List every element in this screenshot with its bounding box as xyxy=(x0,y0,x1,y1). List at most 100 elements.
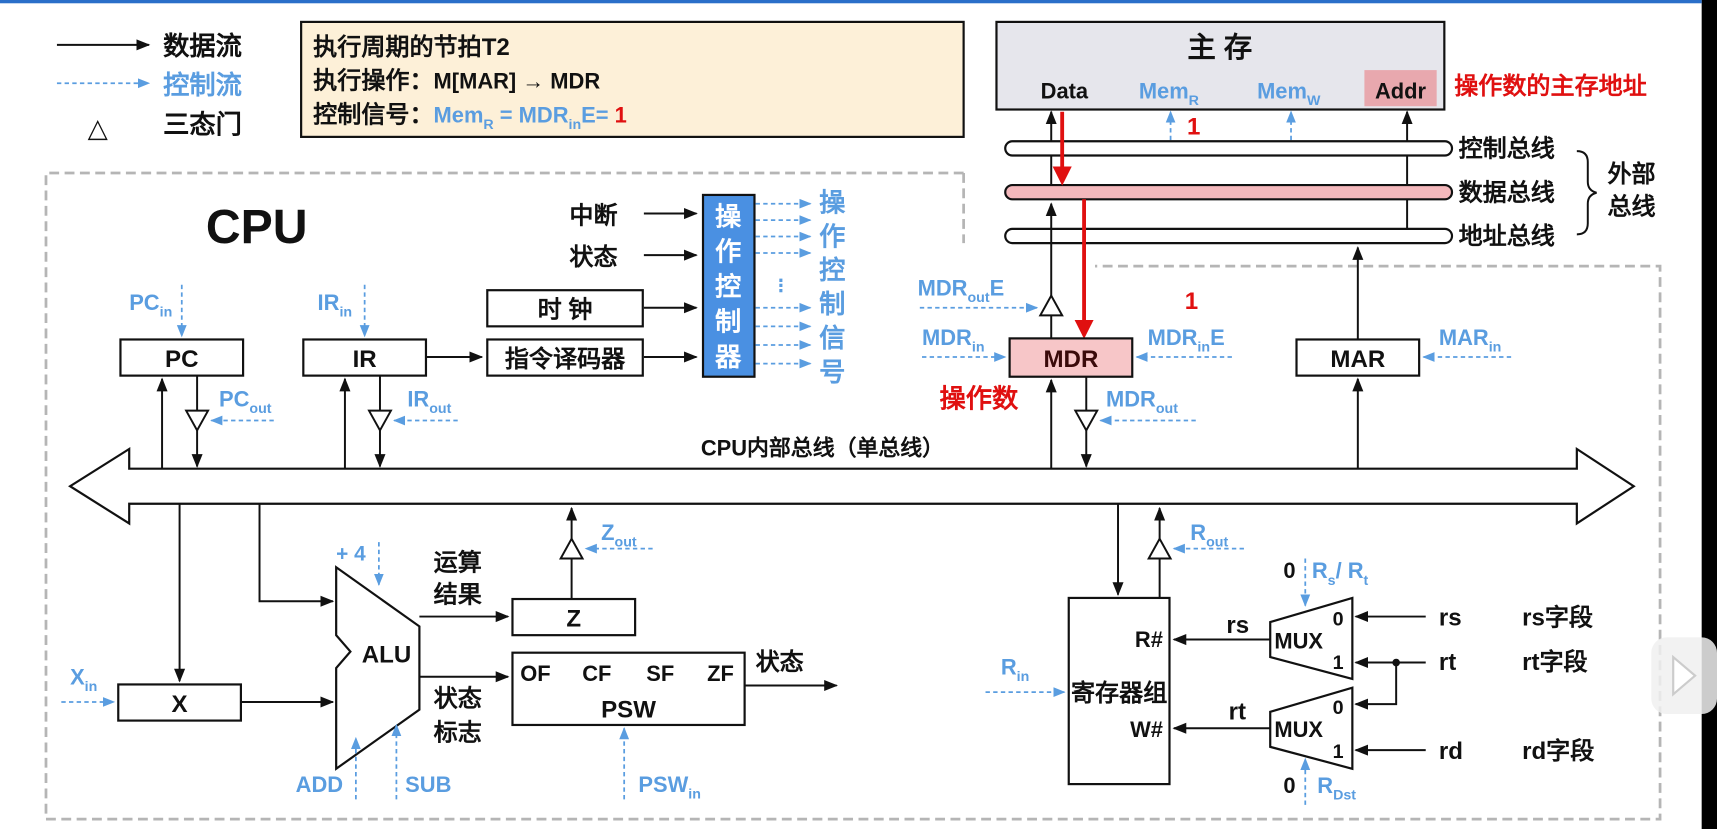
ellipsis-icon: ⋮ xyxy=(772,275,790,295)
flags-label-1: 状态 xyxy=(434,684,482,712)
interrupt-label: 中断 xyxy=(569,201,617,229)
mdr-register xyxy=(1008,337,1134,378)
addr-highlight xyxy=(1364,70,1437,107)
x-in-signal: Xin xyxy=(70,664,97,695)
memr-value: 1 xyxy=(1187,114,1200,141)
mux-rs-select-signal: Rs/ Rt xyxy=(1312,558,1369,589)
psw-flag-sf: SF xyxy=(646,661,674,686)
result-label-1: 运算 xyxy=(434,549,482,577)
z-register xyxy=(511,597,637,637)
memory-data-port: Data xyxy=(1041,79,1089,104)
memory-memw-port: MemW xyxy=(1257,79,1321,110)
read-port-label: R# xyxy=(1135,627,1163,652)
status-output-label: 状态 xyxy=(756,648,804,676)
mux-rs-input-0: 0 xyxy=(1333,608,1344,630)
pc-out-signal: PCout xyxy=(219,386,272,417)
rd-field-label: rd字段 xyxy=(1522,737,1595,765)
main-memory-title: 主 存 xyxy=(1187,31,1252,64)
z-label: Z xyxy=(566,605,581,632)
rt-output-label: rt xyxy=(1229,698,1246,725)
external-bus-brace xyxy=(1576,150,1597,236)
sub-signal: SUB xyxy=(405,772,451,797)
info-box-background xyxy=(300,20,965,138)
controller-char: 作 xyxy=(715,237,741,267)
control-signal-char: 制 xyxy=(819,289,845,319)
plus4-signal: + 4 xyxy=(336,543,366,566)
info-operation: 执行操作：M[MAR] → MDR xyxy=(313,67,600,95)
video-player-overlay[interactable] xyxy=(1651,637,1717,715)
instruction-decoder-label: 指令译码器 xyxy=(505,345,626,373)
mux-rt-select-value: 0 xyxy=(1283,773,1295,798)
r-out-signal: Rout xyxy=(1190,520,1228,551)
mdr-out-tristate-icon xyxy=(1073,409,1099,433)
mdr-out-e-tristate-icon xyxy=(1038,293,1064,317)
add-signal: ADD xyxy=(296,772,343,797)
legend-control-flow: 控制流 xyxy=(163,70,242,100)
flags-label-2: 标志 xyxy=(434,719,482,746)
controller-char: 制 xyxy=(715,307,741,337)
pc-in-signal: PCin xyxy=(129,290,172,321)
status-input-label: 状态 xyxy=(569,243,617,271)
rs-output-label: rs xyxy=(1226,612,1249,639)
psw-flag-cf: CF xyxy=(582,661,611,686)
operation-controller-box xyxy=(701,193,756,378)
ir-out-signal: IRout xyxy=(407,386,451,417)
mdr-in-e-signal: MDRinE xyxy=(1148,325,1225,356)
rt-input-label: rt xyxy=(1439,649,1456,676)
rs-input-label: rs xyxy=(1439,604,1462,631)
alu xyxy=(335,565,421,771)
r-in-signal: Rin xyxy=(1001,655,1029,686)
control-signal-char: 作 xyxy=(819,221,845,251)
mdr-label: MDR xyxy=(1044,346,1099,373)
data-bus-label: 数据总线 xyxy=(1459,178,1555,206)
legend-data-flow: 数据流 xyxy=(163,31,242,61)
control-bus xyxy=(1004,140,1454,157)
controller-char: 控 xyxy=(715,272,741,302)
internal-bus-label: CPU内部总线（单总线） xyxy=(701,436,944,461)
rs-field-label: rs字段 xyxy=(1522,603,1594,631)
register-file xyxy=(1067,596,1171,786)
write-port-label: W# xyxy=(1130,717,1163,742)
mux-rs-input-1: 1 xyxy=(1333,652,1344,674)
main-memory: 主 存 Data MemR MemW Addr 操作数的主存地址 1 xyxy=(995,20,1647,141)
psw-flag-zf: ZF xyxy=(707,661,734,686)
rd-input-label: rd xyxy=(1439,738,1463,765)
info-box: 执行周期的节拍T2 执行操作：M[MAR] → MDR 控制信号：MemR = … xyxy=(300,20,965,138)
pc-out-tristate-icon xyxy=(184,409,210,433)
mux-rt xyxy=(1269,686,1354,771)
control-signal-char: 操 xyxy=(819,187,846,217)
address-bus xyxy=(1004,227,1454,245)
address-bus-label: 地址总线 xyxy=(1459,222,1555,250)
cpu-title: CPU xyxy=(206,200,308,254)
result-label-2: 结果 xyxy=(434,581,483,608)
cpu-internal-bus xyxy=(68,446,1636,526)
mar-register xyxy=(1295,338,1421,377)
memory-memr-port: MemR xyxy=(1139,79,1199,110)
controller-char: 器 xyxy=(714,342,742,372)
clock-label: 时 钟 xyxy=(538,297,593,324)
mux-rs-select-value: 0 xyxy=(1283,558,1295,583)
mux-rt-select-signal: RDst xyxy=(1317,773,1356,804)
rt-field-label: rt字段 xyxy=(1522,648,1588,676)
mar-label: MAR xyxy=(1330,346,1385,373)
legend-tristate: 三态门 xyxy=(163,110,242,140)
control-bus-label: 控制总线 xyxy=(1459,135,1555,163)
mux-rs-label: MUX xyxy=(1274,628,1323,653)
mdr-out-e-signal: MDRoutE xyxy=(918,276,1005,307)
control-signal-char: 控 xyxy=(819,255,845,285)
operand-note: 操作数 xyxy=(940,383,1020,413)
ir-out-tristate-icon xyxy=(367,409,393,433)
psw-label: PSW xyxy=(601,696,656,723)
x-label: X xyxy=(172,691,188,718)
controller-char: 操 xyxy=(715,202,742,232)
cpu-boundary xyxy=(44,171,1662,821)
ir-label: IR xyxy=(353,346,377,373)
register-file-label: 寄存器组 xyxy=(1071,679,1167,707)
play-icon xyxy=(1672,654,1697,697)
control-signal-char: 信 xyxy=(819,323,845,353)
ir-in-signal: IRin xyxy=(318,290,353,321)
